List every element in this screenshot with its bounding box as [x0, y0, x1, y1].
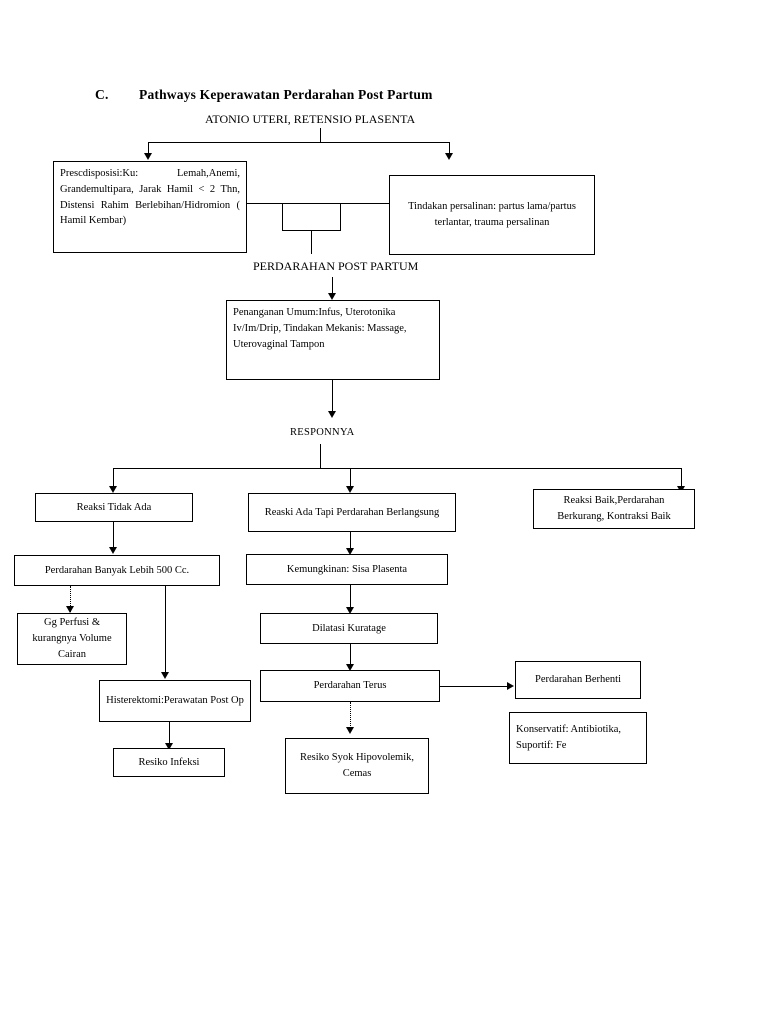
arrow-to-penanganan — [328, 293, 336, 300]
node-resiko-syok: Resiko Syok Hipovolemik, Cemas — [285, 738, 429, 794]
connector-mid-left-v — [282, 203, 283, 230]
node-reaksi-ada-tapi: Reaski Ada Tapi Perdarahan Berlangsung — [248, 493, 456, 532]
node-perdarahan-terus: Perdarahan Terus — [260, 670, 440, 702]
page-title: C. Pathways Keperawatan Perdarahan Post P… — [95, 87, 433, 103]
connector-banyak-to-ggperfusi — [70, 586, 71, 612]
connector-respon-right-drop — [681, 468, 682, 488]
connector-respon-stem — [320, 444, 321, 468]
page-title-section: C. — [95, 87, 109, 102]
connector-sisa-to-dilatasi — [350, 585, 351, 611]
arrow-to-kemungkinan-sisa — [346, 548, 354, 555]
connector-mid-stem — [311, 230, 312, 254]
node-perdarahan-berhenti: Perdarahan Berhenti — [515, 661, 641, 699]
arrow-to-histerektomi — [161, 672, 169, 679]
arrow-to-dilatasi — [346, 607, 354, 614]
node-penanganan-umum: Penanganan Umum:Infus, Uterotonika Iv/Im… — [226, 300, 440, 380]
node-tindakan-persalinan: Tindakan persalinan: partus lama/partus … — [389, 175, 595, 255]
arrow-to-resiko-syok — [346, 727, 354, 734]
node-konservatif: Konservatif: Antibiotika, Suportif: Fe — [509, 712, 647, 764]
arrow-to-reaksi-tidak-ada — [109, 486, 117, 493]
arrow-to-perdarahan-banyak — [109, 547, 117, 554]
connector-top-left-drop — [148, 142, 149, 155]
connector-terus-to-berhenti — [440, 686, 509, 687]
label-perdarahan-post-partum: PERDARAHAN POST PARTUM — [253, 259, 419, 273]
arrow-to-respon — [328, 411, 336, 418]
connector-mid-bar-top — [247, 203, 389, 204]
connector-reaksiada-to-sisa — [350, 532, 351, 551]
node-reaksi-tidak-ada: Reaksi Tidak Ada — [35, 493, 193, 522]
connector-respon-mid-drop — [350, 468, 351, 488]
connector-tidakada-to-banyak — [113, 522, 114, 549]
node-gg-perfusi: Gg Perfusi & kurangnya Volume Cairan — [17, 613, 127, 665]
arrow-to-perdarahan-berhenti — [507, 682, 514, 690]
node-reaksi-baik: Reaksi Baik,Perdarahan Berkurang, Kontra… — [533, 489, 695, 529]
node-kemungkinan-sisa: Kemungkinan: Sisa Plasenta — [246, 554, 448, 585]
node-resiko-infeksi: Resiko Infeksi — [113, 748, 225, 777]
connector-mid-right-v — [340, 203, 341, 230]
arrow-to-tindakan — [445, 153, 453, 160]
node-perdarahan-banyak: Perdarahan Banyak Lebih 500 Cc. — [14, 555, 220, 586]
arrow-to-ggperfusi — [66, 606, 74, 613]
connector-respon-bus — [113, 468, 681, 469]
connector-mid-to-penanganan — [332, 277, 333, 295]
node-predisposisi: Prescdisposisi:Ku: Lemah,Anemi, Grandemu… — [53, 161, 247, 253]
label-responnya: RESPONNYA — [290, 427, 355, 438]
arrow-to-predisposisi — [144, 153, 152, 160]
arrow-to-resiko-infeksi — [165, 743, 173, 750]
connector-top-bus — [148, 142, 450, 143]
connector-top-stem — [320, 128, 321, 142]
page-title-text: Pathways Keperawatan Perdarahan Post Par… — [139, 87, 433, 102]
arrow-to-reaksi-ada-tapi — [346, 486, 354, 493]
node-dilatasi-kuratage: Dilatasi Kuratage — [260, 613, 438, 644]
connector-histerektomi-to-infeksi — [169, 722, 170, 746]
node-histerektomi: Histerektomi:Perawatan Post Op — [99, 680, 251, 722]
connector-dilatasi-to-terus — [350, 644, 351, 668]
connector-top-right-drop — [449, 142, 450, 155]
connector-terus-to-syok — [350, 702, 351, 732]
label-atonio-uteri: ATONIO UTERI, RETENSIO PLASENTA — [205, 112, 416, 126]
arrow-to-perdarahan-terus — [346, 664, 354, 671]
connector-penanganan-to-respon — [332, 380, 333, 413]
connector-banyak-to-histerektomi — [165, 586, 166, 676]
connector-respon-left-drop — [113, 468, 114, 488]
